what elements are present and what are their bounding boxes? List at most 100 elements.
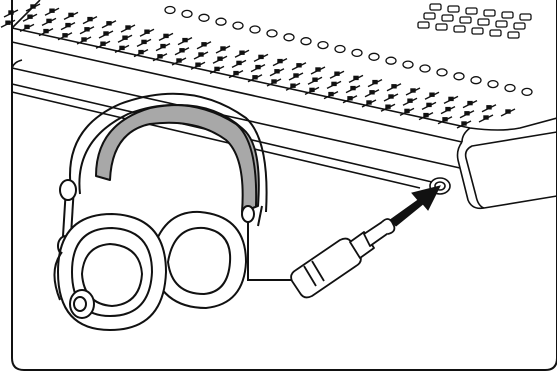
fader-cap — [196, 63, 200, 66]
fader-cap — [221, 47, 225, 50]
console-button — [448, 6, 459, 12]
fader-cap — [63, 34, 67, 37]
knob — [454, 73, 464, 80]
fader-cap — [278, 60, 282, 63]
fader-cap — [107, 22, 111, 25]
headband-pad — [96, 105, 259, 212]
knob — [301, 38, 311, 45]
console-button — [472, 28, 483, 34]
fader-cap — [253, 76, 257, 79]
fader-cap — [272, 80, 276, 83]
knob — [386, 57, 396, 64]
fader-cap — [335, 72, 339, 75]
knob — [216, 18, 226, 25]
fader-cap — [427, 103, 431, 106]
fader-cap — [370, 91, 374, 94]
fader-cap — [183, 39, 187, 42]
knob — [488, 81, 498, 88]
knob — [267, 30, 277, 37]
fader-cap — [297, 64, 301, 67]
knob — [471, 77, 481, 84]
quarter-inch-plug-icon — [291, 219, 394, 297]
fader-cap — [101, 42, 105, 45]
fader-cap — [69, 13, 73, 16]
fader-cap — [386, 105, 390, 108]
knob — [165, 7, 175, 14]
fader-cap — [430, 93, 434, 96]
fader-cap — [85, 28, 89, 31]
fader-cap — [465, 112, 469, 115]
knob — [505, 85, 515, 92]
console-button — [466, 8, 477, 14]
fader-cap — [294, 74, 298, 77]
fader-cap — [25, 25, 29, 28]
fader-cap — [506, 110, 510, 113]
fader-cap — [275, 70, 279, 73]
console-button — [496, 21, 507, 27]
fader-cap — [291, 84, 295, 87]
fader-cap — [237, 61, 241, 64]
fader-cap — [234, 72, 238, 75]
console-button — [490, 30, 501, 36]
knob — [369, 53, 379, 60]
fader-cap — [82, 38, 86, 41]
fader-cap — [44, 30, 48, 33]
fader-cap — [139, 51, 143, 54]
console-button — [454, 26, 465, 32]
fader-cap — [202, 43, 206, 46]
fader-cap — [411, 89, 415, 92]
knob — [437, 69, 447, 76]
console-button — [502, 12, 513, 18]
fader-cap — [389, 95, 393, 98]
fader-cap — [120, 46, 124, 49]
knob — [182, 10, 192, 17]
console-button — [514, 23, 525, 29]
fader-cap — [443, 118, 447, 121]
fader-cap — [373, 81, 377, 84]
fader-cap — [218, 57, 222, 60]
knob — [403, 61, 413, 68]
fader-cap — [145, 30, 149, 33]
fader-cap — [351, 87, 355, 90]
insertion-arrow-icon — [390, 186, 440, 226]
fader-cap — [446, 108, 450, 111]
fader-cap — [9, 11, 13, 14]
fader-cap — [199, 53, 203, 56]
fader-cap — [66, 24, 70, 27]
fader-cap — [487, 106, 491, 109]
fader-cap — [158, 55, 162, 58]
fader-cap — [142, 40, 146, 43]
knob — [233, 22, 243, 29]
fader-cap — [449, 97, 453, 100]
console-button — [436, 24, 447, 30]
fader-cap — [240, 51, 244, 54]
fader-cap — [215, 67, 219, 70]
fader-cap — [6, 21, 10, 24]
knob — [352, 49, 362, 56]
console-button — [460, 17, 471, 23]
fader-cap — [104, 32, 108, 35]
knob — [335, 46, 345, 53]
fader-cap — [367, 101, 371, 104]
knob — [420, 65, 430, 72]
fader-cap — [126, 26, 130, 29]
fader-cap — [177, 59, 181, 62]
fader-cap — [180, 49, 184, 52]
fader-cap — [88, 18, 92, 21]
console-button — [478, 19, 489, 25]
headphones-icon — [54, 94, 266, 330]
fader-cap — [484, 116, 488, 119]
console-button — [430, 4, 441, 10]
knob — [318, 42, 328, 49]
knob — [284, 34, 294, 41]
fader-cap — [161, 45, 165, 48]
rotary-knob-icon — [165, 4, 532, 95]
fader-strip-icon — [1, 4, 515, 128]
console-button — [508, 32, 519, 38]
console-button — [520, 14, 531, 20]
console-button — [484, 10, 495, 16]
fader-cap — [123, 36, 127, 39]
fader-cap — [31, 5, 35, 8]
